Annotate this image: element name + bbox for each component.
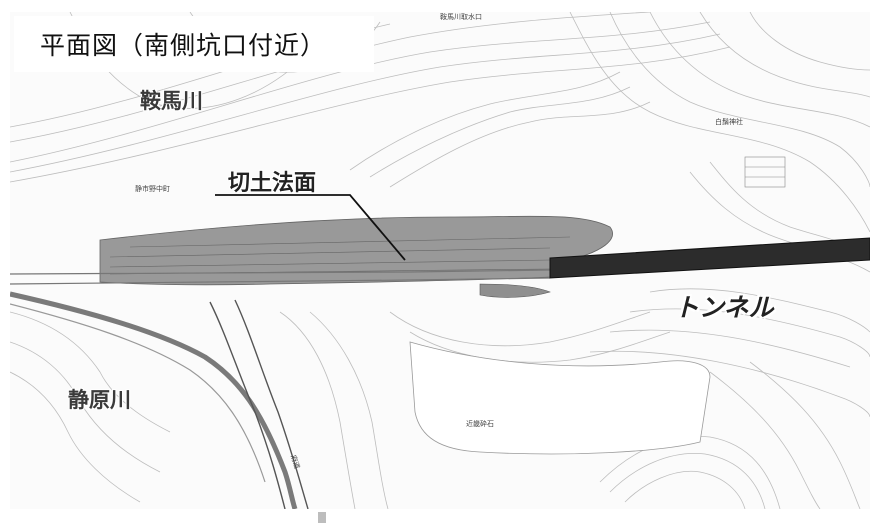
- shizuhara-river-label: 静原川: [68, 388, 131, 412]
- route-edge-1: [209, 301, 286, 509]
- town-label: 静市野中町: [135, 185, 170, 193]
- tunnel-band: [549, 237, 870, 279]
- river-bank: [10, 303, 266, 483]
- title-box: 平面図（南側坑口付近）: [14, 16, 374, 72]
- road-lower-edge: [10, 277, 551, 285]
- map-drawing: [10, 12, 870, 509]
- shrine-label: 白鬚神社: [715, 118, 743, 126]
- quarry-label: 近畿砕石: [466, 420, 494, 428]
- kurama-river-label: 鞍馬川: [140, 89, 203, 113]
- tunnel-label: トンネル: [674, 293, 774, 322]
- cut-slope-hatch: [109, 236, 571, 275]
- leader-line: [215, 194, 406, 261]
- scroll-handle[interactable]: [318, 512, 326, 523]
- route-edge-2: [234, 299, 309, 509]
- road-upper-edge: [10, 269, 551, 275]
- page-title: 平面図（南側坑口付近）: [40, 31, 327, 60]
- plan-map: 鞍馬川 静原川 切土法面 トンネル 鞍馬川取水口 白鬚神社 静市野中町 近畿砕石…: [10, 12, 870, 509]
- quarry-area: [409, 341, 711, 455]
- intake-label: 鞍馬川取水口: [440, 13, 482, 21]
- shizuhara-river-line: [10, 291, 298, 509]
- cut-slope-label: 切土法面: [228, 171, 317, 196]
- shrine-area: [744, 156, 786, 188]
- cut-slope-area: [99, 215, 613, 286]
- cut-slope-lower: [479, 283, 551, 298]
